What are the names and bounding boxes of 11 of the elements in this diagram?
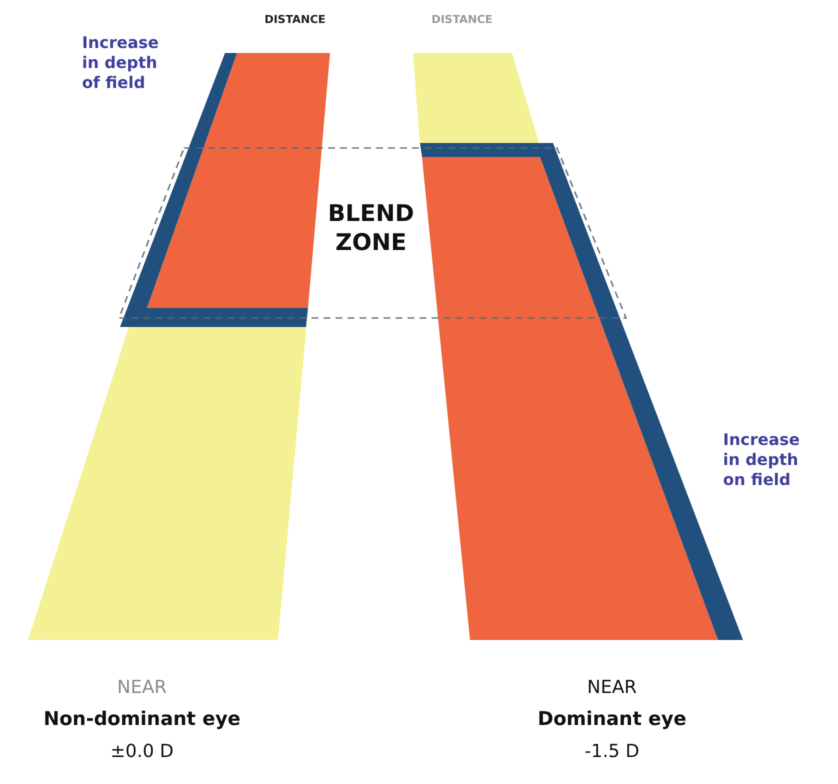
eye-label: Dominant eye [538,708,686,732]
near-label: NEAR [587,677,637,700]
power-label: -1.5 D [584,741,640,764]
annotation-text: Increase in depth on field [723,430,801,490]
annotation-text: Increase in depth of field [82,33,160,93]
distance-label: DISTANCE [264,13,326,27]
near-label: NEAR [117,677,167,700]
zone-label: BLEND ZONE [326,200,416,258]
distance-label: DISTANCE [431,13,493,27]
power-label: ±0.0 D [110,741,174,764]
eye-label: Non-dominant eye [43,708,241,732]
